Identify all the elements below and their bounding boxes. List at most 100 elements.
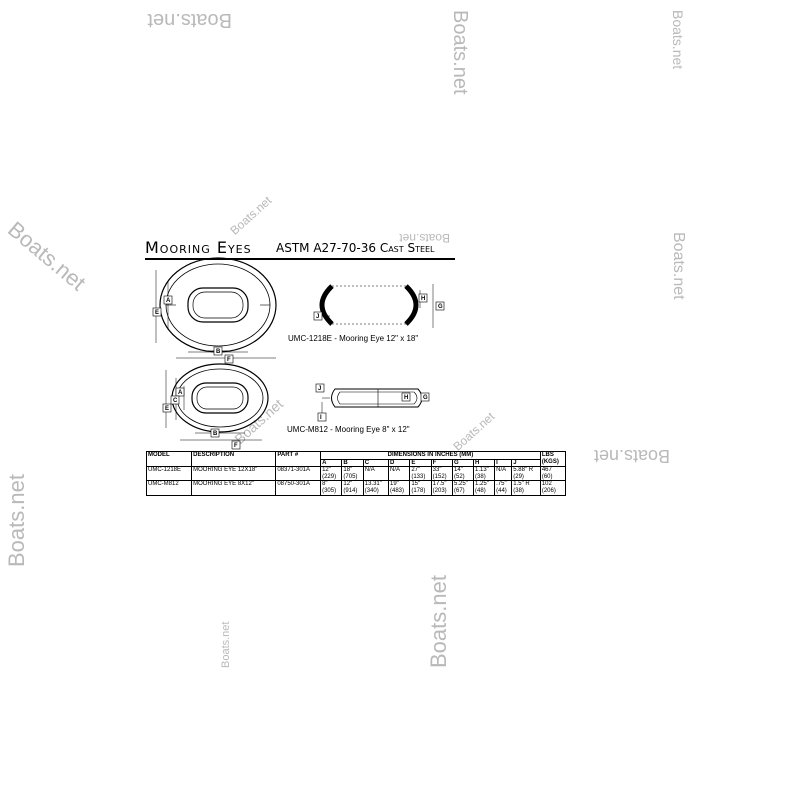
dimension-mm: (48) [475, 487, 486, 494]
document-header: Mooring Eyes ASTM A27-70-36 Cast Steel [145, 238, 455, 260]
cell-part-number: 08750-301A [275, 480, 322, 496]
dim-label: H [404, 395, 408, 401]
specifications-table: MODEL DESCRIPTION PART # DIMENSIONS IN I… [145, 450, 567, 496]
cell-dimension: 18"(705) [341, 466, 364, 482]
dimension-mm: (483) [390, 487, 405, 494]
cell-weight: 102(206) [539, 480, 567, 496]
cell-dimension: 12"(914) [341, 480, 364, 496]
lbs-label: LBS [541, 452, 554, 458]
dimension-mm: (29) [513, 473, 524, 480]
dim-col-header: G [451, 458, 475, 468]
cell-dimension: 17.5"(203) [430, 480, 453, 496]
dimension-mm: (340) [364, 487, 379, 494]
figure-caption-umc-m812: UMC-M812 - Mooring Eye 8" x 12" [287, 425, 410, 434]
fig1-side-view [319, 284, 434, 328]
dimension-inches: N/A [390, 467, 401, 474]
dimension-inches: 13.31" [364, 481, 382, 488]
dimension-inches: 12" [343, 481, 353, 488]
dim-label: H [421, 296, 425, 302]
cell-dimension: 27"(133) [409, 466, 432, 482]
weight-lbs: 102 [541, 481, 552, 488]
cell-part-number: 08371-301A [275, 466, 322, 482]
dim-col-header: H [473, 458, 496, 468]
col-header-dimensions: DIMENSIONS IN INCHES (MM) [320, 451, 541, 460]
cell-model: UMC-M812 [145, 480, 193, 496]
weight-lbs: 467 [541, 467, 552, 474]
col-header-part: PART # [275, 450, 322, 468]
dim-label: F [227, 357, 231, 363]
dimension-inches: 27" [411, 467, 421, 474]
cell-dimension: 12"(229) [320, 466, 343, 482]
dim-col-header: E [409, 458, 432, 468]
dimension-mm: (305) [322, 487, 337, 494]
dimension-mm: (914) [343, 487, 358, 494]
kgs-label: (KGS) [541, 458, 559, 465]
dimension-mm: (133) [411, 473, 426, 480]
dim-col-header: F [430, 458, 453, 468]
cell-dimension: .75"(44) [494, 480, 513, 496]
cell-dimension: 5.25"(67) [451, 480, 475, 496]
dim-label: C [173, 398, 178, 404]
cell-weight: 467(60) [539, 466, 567, 482]
fig1-front-labels: A E B F [152, 295, 234, 364]
document-title: Mooring Eyes [145, 238, 252, 257]
dimension-inches: 33" [432, 467, 442, 474]
figure-caption-umc-1218e: UMC-1218E - Mooring Eye 12" x 18" [288, 334, 419, 343]
dimension-inches: 8" [322, 481, 328, 488]
dimension-mm: (178) [411, 487, 426, 494]
dimension-inches: 19" [390, 481, 399, 488]
dim-label: E [165, 406, 169, 412]
col-header-description: DESCRIPTION [191, 450, 277, 468]
fig2-front-labels: A C E B F [162, 387, 241, 450]
dim-col-header: A [320, 458, 343, 468]
cell-dimension: 14"(52) [451, 466, 475, 482]
fig2-side-labels: J H G I [315, 383, 430, 422]
dimension-inches: 12" [322, 467, 331, 474]
dimension-mm: (705) [343, 473, 358, 480]
dim-col-header: C [362, 458, 390, 468]
dim-label: E [155, 310, 159, 316]
dimension-mm: (52) [453, 473, 465, 480]
fig1-side-labels: J H G [313, 293, 445, 321]
dimension-inches: N/A [364, 467, 375, 474]
dim-label: B [213, 431, 218, 437]
cell-dimension: N/A [362, 466, 390, 482]
cell-description: MOORING EYE 8X12" [191, 480, 277, 496]
dimension-inches: 15" [411, 481, 421, 488]
cell-description: MOORING EYE 12X18" [191, 466, 277, 482]
cell-dimension: 8"(305) [320, 480, 343, 496]
dim-label: J [316, 314, 319, 320]
dimension-mm: (152) [432, 473, 447, 480]
dimension-mm: (229) [322, 473, 337, 480]
col-header-model: MODEL [145, 450, 193, 468]
dim-label: A [166, 298, 171, 304]
dim-label: A [178, 390, 183, 396]
col-header-lbs: LBS (KGS) [539, 450, 567, 468]
dimension-inches: .75" [496, 481, 507, 488]
dim-col-header: I [494, 458, 513, 468]
cell-dimension: 15"(178) [409, 480, 432, 496]
dimension-inches: 5.25" [453, 481, 468, 488]
dim-col-header: J [511, 458, 541, 468]
dim-label: B [216, 349, 221, 355]
fig1-front-view [155, 257, 277, 359]
dimension-inches: 1.5" R [513, 481, 530, 488]
cell-dimension: 19"(483) [387, 480, 411, 496]
dimension-inches: 5.88" R [513, 467, 534, 474]
dim-label: F [234, 443, 238, 449]
fig2-front-view [165, 363, 269, 441]
cell-dimension: 1.25"(48) [473, 480, 496, 496]
dimension-mm: (203) [432, 487, 447, 494]
dim-label: J [318, 386, 321, 392]
dimension-inches: N/A [496, 467, 507, 474]
cell-dimension: 1.13"(38) [473, 466, 496, 482]
dimension-mm: (38) [475, 473, 486, 480]
dimension-inches: 18" [343, 467, 353, 474]
dimension-inches: 14" [453, 467, 463, 474]
dimension-inches: 17.5" [432, 481, 447, 488]
dimension-mm: (38) [513, 487, 524, 494]
dim-col-header: B [341, 458, 364, 468]
cell-dimension: 5.88" R(29) [511, 466, 541, 482]
